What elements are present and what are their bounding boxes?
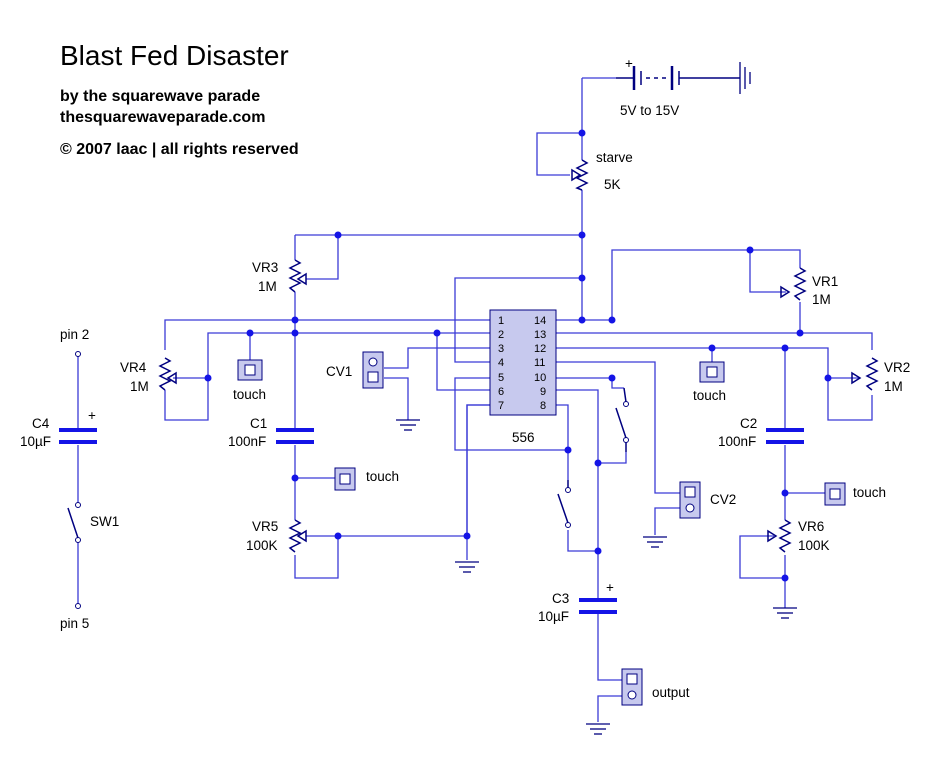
c4-value: 10µF: [20, 434, 51, 449]
c2-value: 100nF: [718, 434, 756, 449]
touch-label-c2: touch: [853, 485, 886, 500]
vr1-potentiometer: [780, 267, 807, 301]
ic-556-name: 556: [512, 430, 535, 445]
cv2-label: CV2: [710, 492, 736, 507]
vr1-value: 1M: [812, 292, 831, 307]
pin-7-label: 7: [498, 400, 504, 412]
pin-2-text: pin 2: [60, 327, 89, 342]
c4-plus-sign: +: [88, 408, 96, 423]
touch-pad-c2: [824, 482, 846, 506]
starve-label: starve: [596, 150, 633, 165]
cv1-label: CV1: [326, 364, 352, 379]
touch-label-right: touch: [693, 388, 726, 403]
c4-capacitor: [59, 428, 97, 444]
vr2-label: VR2: [884, 360, 910, 375]
pin-2-label: 2: [498, 329, 504, 341]
circuit-wiring: [77, 234, 873, 722]
copyright: © 2007 laac | all rights reserved: [60, 141, 299, 158]
battery-plus-sign: +: [625, 56, 633, 71]
diagram-title: Blast Fed Disaster: [60, 40, 289, 71]
vr6-potentiometer: [767, 519, 792, 553]
vr6-value: 100K: [798, 538, 830, 553]
vr3-potentiometer: [288, 259, 307, 293]
vr4-value: 1M: [130, 379, 149, 394]
vr5-potentiometer: [288, 519, 307, 553]
c2-label: C2: [740, 416, 757, 431]
website: thesquarewaveparade.com: [60, 109, 265, 126]
sw1-switch: [67, 502, 81, 543]
pin-14-label: 14: [534, 315, 546, 327]
output-connector: [621, 668, 643, 706]
pin-6-label: 6: [498, 386, 504, 398]
c1-label: C1: [250, 416, 267, 431]
switch-pin8: [557, 480, 571, 528]
c1-value: 100nF: [228, 434, 266, 449]
vr3-value: 1M: [258, 279, 277, 294]
ground-symbols: [396, 419, 797, 735]
vr5-value: 100K: [246, 538, 278, 553]
pin-12-label: 12: [534, 343, 546, 355]
pin-10-label: 10: [534, 372, 546, 384]
cv1-connector: [362, 351, 384, 389]
touch-pad-left: [237, 359, 263, 381]
c4-label: C4: [32, 416, 50, 431]
c3-value: 10µF: [538, 609, 569, 624]
ic-pin-labels-right: 14 13 12 11 10 9 8: [534, 315, 546, 412]
supply-voltage-label: 5V to 15V: [620, 103, 679, 118]
junction-dots: [204, 129, 832, 582]
touch-label-left: touch: [233, 387, 266, 402]
byline: by the squarewave parade: [60, 88, 260, 105]
vr1-label: VR1: [812, 274, 838, 289]
pin-1-label: 1: [498, 315, 504, 327]
pin-9-label: 9: [540, 386, 546, 398]
touch-pad-c1: [334, 467, 356, 491]
pin-13-label: 13: [534, 329, 546, 341]
c2-capacitor: [766, 428, 804, 444]
touch-pad-right: [699, 361, 725, 383]
sw1-label: SW1: [90, 514, 119, 529]
c3-capacitor: [579, 598, 617, 614]
ic-pin-labels-left: 1 2 3 4 5 6 7: [498, 315, 504, 412]
vr2-value: 1M: [884, 379, 903, 394]
c3-plus-sign: +: [606, 580, 614, 595]
c1-capacitor: [276, 428, 314, 444]
touch-label-c1: touch: [366, 469, 399, 484]
pin-3-label: 3: [498, 343, 504, 355]
vr3-label: VR3: [252, 260, 278, 275]
vr6-label: VR6: [798, 519, 824, 534]
starve-value: 5K: [604, 177, 621, 192]
vr4-label: VR4: [120, 360, 147, 375]
pin-5-label: 5: [498, 372, 504, 384]
output-label: output: [652, 685, 690, 700]
pin-8-label: 8: [540, 400, 546, 412]
pin-11-label: 11: [534, 357, 545, 369]
battery-symbol: [581, 62, 751, 133]
switch-pin10: [615, 387, 629, 452]
pin-4-label: 4: [498, 357, 504, 369]
vr4-potentiometer: [158, 357, 177, 391]
pin-2-terminal: [75, 351, 81, 357]
pin-5-text: pin 5: [60, 616, 89, 631]
pin-5-terminal: [75, 603, 81, 609]
ic-556-body: [489, 309, 557, 416]
cv2-connector: [679, 481, 701, 519]
vr5-label: VR5: [252, 519, 278, 534]
starve-potentiometer: [536, 132, 589, 235]
vr2-potentiometer: [851, 357, 879, 391]
c3-label: C3: [552, 591, 569, 606]
